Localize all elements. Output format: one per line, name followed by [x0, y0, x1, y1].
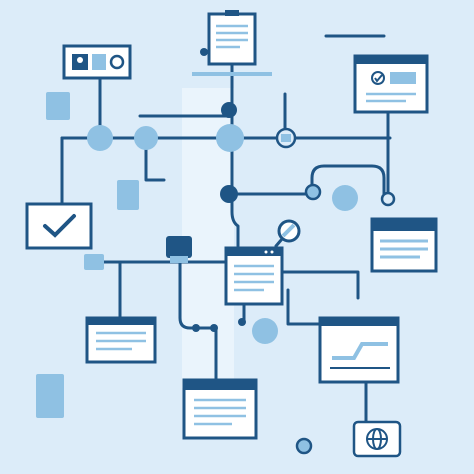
node-light-1	[87, 125, 113, 151]
node-dark-3	[192, 324, 200, 332]
left-doc[interactable]	[85, 316, 157, 364]
checkmark-icon	[43, 214, 76, 238]
junction-nodes	[87, 48, 396, 455]
globe-icon	[366, 428, 388, 450]
node-dark-5	[238, 318, 246, 326]
connector-center-down	[230, 192, 240, 248]
node-light-3	[216, 124, 244, 152]
connector-browser-right	[280, 270, 360, 300]
node-dark-1	[221, 102, 237, 118]
database-base	[170, 256, 188, 263]
globe-node[interactable]	[352, 420, 402, 458]
left-doc-text	[96, 331, 146, 351]
check-box-frame	[25, 202, 93, 250]
folder-icon	[281, 134, 291, 142]
right-panel[interactable]	[370, 217, 438, 273]
check-box[interactable]	[25, 202, 93, 250]
left-doc-header	[87, 318, 155, 325]
approved-window-titlebar	[355, 56, 427, 64]
node-ring-2	[380, 191, 396, 207]
node-ring-3	[295, 437, 313, 455]
line-chart-icon	[332, 342, 388, 360]
node-dark-6	[200, 48, 208, 56]
pencil-hub[interactable]	[277, 219, 301, 243]
pencil-icon	[281, 223, 296, 238]
block-small-left	[84, 254, 104, 270]
node-ring-1	[304, 183, 322, 201]
chart-window[interactable]	[318, 316, 400, 384]
right-panel-text	[380, 239, 428, 259]
user-card-icon	[72, 54, 125, 70]
connector-middle-bus	[230, 136, 314, 196]
node-dark-4	[210, 324, 218, 332]
connector-browser-chart	[286, 288, 322, 326]
block-bottom-left	[36, 374, 64, 418]
node-light-5	[252, 318, 278, 344]
clipboard-shadow	[192, 72, 272, 76]
node-dark-2	[220, 185, 238, 203]
clipboard-icon	[216, 24, 248, 49]
bottom-doc-header	[184, 380, 256, 390]
center-browser-bar	[226, 248, 282, 256]
block-top-left	[46, 92, 70, 120]
bottom-doc[interactable]	[182, 378, 258, 440]
clipboard-node[interactable]	[192, 10, 272, 76]
connector-right-curve	[310, 164, 386, 198]
center-browser-frame	[224, 246, 284, 306]
node-light-4	[332, 185, 358, 211]
right-panel-header	[372, 219, 436, 231]
chart-window-bar	[320, 318, 398, 326]
clipboard-clip	[225, 10, 239, 16]
connector-database	[178, 256, 218, 382]
approved-window[interactable]	[353, 54, 429, 114]
checkmark-window-icon	[366, 71, 416, 103]
center-browser[interactable]	[224, 246, 284, 306]
light-blocks	[36, 92, 139, 418]
bottom-doc-text	[194, 398, 246, 426]
database-block[interactable]	[166, 236, 192, 263]
browser-window-icon	[234, 250, 274, 292]
block-mid-left	[117, 180, 139, 210]
connector-second-bus	[144, 136, 166, 182]
node-light-2	[134, 126, 158, 150]
folder-hub[interactable]	[275, 127, 297, 149]
profile-card[interactable]	[62, 44, 132, 80]
database-icon	[166, 236, 192, 258]
